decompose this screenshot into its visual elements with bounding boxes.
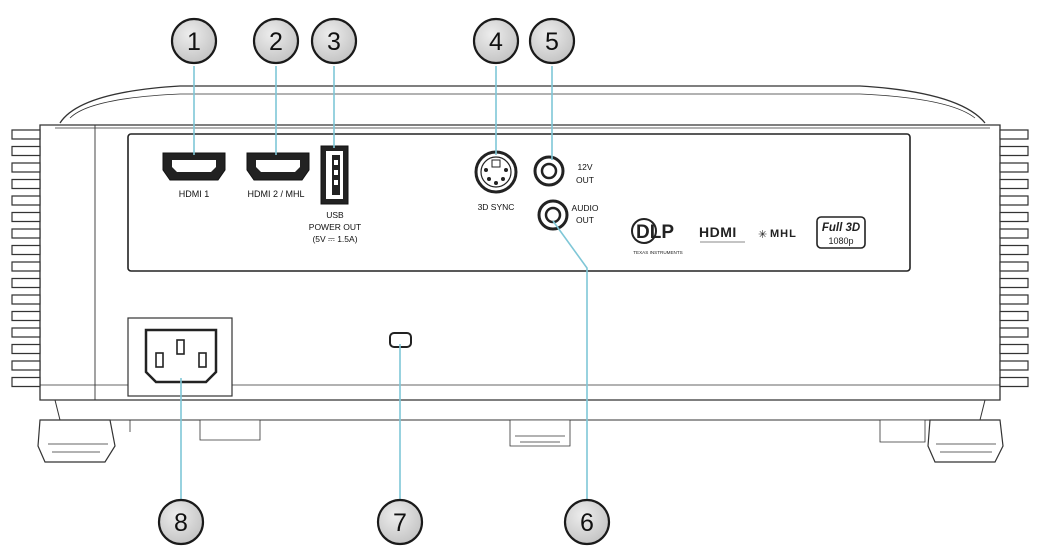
3d-sync-port: 3D SYNC bbox=[474, 150, 518, 212]
power-socket-icon bbox=[144, 328, 218, 384]
dlp-logo: DLP TEXAS INSTRUMENTS bbox=[631, 218, 683, 255]
vent-slat bbox=[11, 228, 41, 239]
vent-slat bbox=[11, 294, 41, 305]
projector-feet bbox=[37, 419, 1004, 463]
vent-slat bbox=[999, 129, 1029, 140]
callout-3: 3 bbox=[310, 17, 358, 65]
vent-slat bbox=[999, 195, 1029, 206]
side-housing bbox=[945, 124, 1001, 401]
usb-port: USB POWER OUT (5V ⎓ 1.5A) bbox=[309, 145, 361, 244]
callout-1: 1 bbox=[170, 17, 218, 65]
full3d-logo-sub: 1080p bbox=[828, 236, 853, 246]
vent-slat bbox=[11, 310, 41, 322]
vent-slat bbox=[11, 376, 41, 388]
mhl-logo-text: MHL bbox=[770, 228, 797, 240]
hdmi2-port: HDMI 2 / MHL bbox=[246, 152, 310, 199]
vent-slat bbox=[11, 360, 41, 371]
vent-slat bbox=[999, 261, 1029, 272]
vent-slat bbox=[11, 129, 41, 140]
usb-label-line3: (5V ⎓ 1.5A) bbox=[312, 234, 357, 244]
vent-slat bbox=[999, 327, 1029, 338]
hdmi2-label: HDMI 2 / MHL bbox=[247, 189, 304, 199]
callout-8-number: 8 bbox=[174, 509, 188, 537]
side-vents bbox=[11, 124, 1029, 401]
side-housing bbox=[40, 124, 96, 401]
vent-slat bbox=[11, 178, 41, 190]
12v-out-port: 12V OUT bbox=[533, 155, 594, 187]
callout-7-number: 7 bbox=[393, 509, 407, 537]
io-panel bbox=[127, 133, 911, 272]
vent-slat bbox=[999, 228, 1029, 239]
vent-slat bbox=[999, 244, 1029, 256]
dlp-logo-text: DLP bbox=[636, 222, 674, 243]
hdmi-logo: HDMI bbox=[699, 224, 745, 243]
callout-4-number: 4 bbox=[489, 28, 503, 56]
vent-slat bbox=[999, 294, 1029, 305]
vent-slat bbox=[11, 145, 41, 157]
callout-5-number: 5 bbox=[545, 28, 559, 56]
vent-slat bbox=[999, 376, 1029, 388]
12v-label-line2: OUT bbox=[576, 175, 594, 185]
audio-label-line2: OUT bbox=[576, 215, 594, 225]
callout-3-number: 3 bbox=[327, 28, 341, 56]
callout-4: 4 bbox=[472, 17, 520, 65]
usb-label-line2: POWER OUT bbox=[309, 222, 361, 232]
vent-slat bbox=[11, 343, 41, 355]
callout-2-number: 2 bbox=[269, 28, 283, 56]
vent-slat bbox=[11, 261, 41, 272]
12v-label-line1: 12V bbox=[577, 162, 592, 172]
callout-1-number: 1 bbox=[187, 28, 201, 56]
3d-sync-label: 3D SYNC bbox=[478, 202, 515, 212]
full3d-logo: Full 3D 1080p bbox=[816, 216, 866, 249]
vent-slat bbox=[999, 162, 1029, 173]
vent-slat bbox=[999, 360, 1029, 371]
full3d-logo-text: Full 3D bbox=[822, 222, 860, 234]
vent-slat bbox=[11, 327, 41, 338]
leader-lines bbox=[180, 66, 588, 500]
callout-6-number: 6 bbox=[580, 509, 594, 537]
usb-label-line1: USB bbox=[326, 210, 344, 220]
callout-6: 6 bbox=[563, 498, 611, 546]
audio-label-line1: AUDIO bbox=[572, 203, 599, 213]
callout-2: 2 bbox=[252, 17, 300, 65]
callout-7: 7 bbox=[376, 498, 424, 546]
hdmi-logo-text: HDMI bbox=[699, 224, 737, 240]
audio-out-port: AUDIO OUT bbox=[537, 199, 599, 231]
callout-8: 8 bbox=[157, 498, 205, 546]
vent-slat bbox=[999, 211, 1029, 223]
vent-slat bbox=[999, 277, 1029, 289]
dlp-logo-sub: TEXAS INSTRUMENTS bbox=[633, 250, 683, 255]
hdmi1-label: HDMI 1 bbox=[179, 189, 210, 199]
hdmi1-port: HDMI 1 bbox=[162, 152, 226, 199]
power-socket bbox=[127, 317, 233, 397]
vent-slat bbox=[11, 244, 41, 256]
vent-slat bbox=[11, 277, 41, 289]
vent-slat bbox=[11, 211, 41, 223]
vent-slat bbox=[999, 343, 1029, 355]
callout-5: 5 bbox=[528, 17, 576, 65]
svg-text:✳: ✳ bbox=[758, 229, 767, 241]
vent-slat bbox=[11, 162, 41, 173]
vent-slat bbox=[999, 178, 1029, 190]
vent-slat bbox=[999, 145, 1029, 157]
mhl-logo: ✳ MHL bbox=[758, 228, 797, 241]
vent-slat bbox=[11, 195, 41, 206]
vent-slat bbox=[999, 310, 1029, 322]
